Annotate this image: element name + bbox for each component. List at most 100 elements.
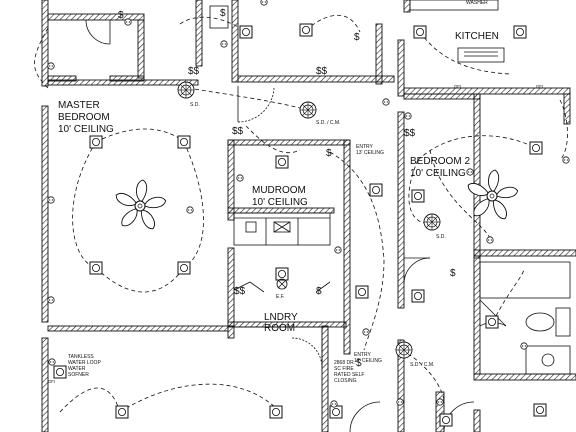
entry-note-upper-ceiling: 13' CEILING (356, 150, 384, 156)
ceiling-fan-icon (113, 179, 168, 232)
room-label-laundry: ROOM (264, 323, 295, 334)
switch-symbol: $ (316, 286, 322, 297)
switch-symbol: $ (118, 10, 124, 21)
switch-symbol: $$ (234, 286, 246, 297)
recessed-light-icon (177, 261, 191, 275)
recessed-light-icon (411, 189, 425, 203)
recessed-light-icon (269, 405, 283, 419)
room-label-bedroom-2-ceiling: 10' CEILING (410, 168, 466, 179)
room-label-master: BEDROOM (58, 112, 110, 123)
walls (41, 0, 576, 432)
kitchen-fixtures (209, 0, 505, 63)
sdcm-label: S.D. / C.M. (316, 120, 340, 126)
tankless-note: WATER LOOP (68, 360, 101, 366)
outlet-icon (404, 112, 412, 120)
outlet-icon (396, 398, 404, 406)
recessed-light-icon (275, 267, 289, 281)
door-note: SC FIRE (334, 366, 354, 372)
door-note: RATED SELF (334, 372, 364, 378)
recessed-light-icon (529, 141, 543, 155)
sd-label: S.D. (436, 234, 446, 240)
tankless-note: WATER (68, 366, 86, 372)
switch-symbol: $ (356, 358, 362, 369)
recessed-light-icon (299, 23, 313, 37)
smoke-detector-icon (395, 341, 413, 359)
outlet-icon (48, 358, 56, 366)
outlet-icon (124, 18, 132, 26)
switch-symbol: $$ (232, 126, 244, 137)
door-note: 2868 DR. (334, 360, 355, 366)
doors (85, 19, 507, 432)
recessed-light-icon (275, 155, 289, 169)
recessed-light-icon (329, 405, 343, 419)
recessed-light-icon (413, 25, 427, 39)
recessed-light-icon (513, 25, 527, 39)
exhaust-fan-icon (276, 278, 288, 290)
outlet-icon (362, 328, 370, 336)
entry-note-lower-ceiling: 12' CEILING (354, 358, 382, 364)
recessed-light-icon (89, 261, 103, 275)
recessed-light-icon (177, 135, 191, 149)
outlet-icon (520, 342, 528, 350)
switch-symbol: $$ (316, 66, 328, 77)
outlet-icon (260, 0, 268, 6)
entry-note-upper: ENTRY (356, 144, 374, 150)
switch-symbol: $ (450, 268, 456, 279)
tankless-note: TANKLESS (68, 354, 94, 360)
switch-symbol: $$ (404, 128, 416, 139)
recessed-light-icon (53, 365, 67, 379)
door-note: CLOSING (334, 378, 357, 384)
wiring (34, 14, 568, 413)
outlet-icon (47, 296, 55, 304)
recessed-light-icon (89, 135, 103, 149)
room-labels: KITCHEN MASTER BEDROOM 10' CEILING BEDRO… (58, 31, 499, 334)
room-label-mudroom-ceiling: 10' CEILING (252, 197, 308, 208)
outlet-icon (330, 400, 338, 408)
ef-label: E.F. (276, 294, 285, 300)
symbol-labels: S.D. S.D. / C.M. S.D. S.D. / C.M. E.F. G… (48, 84, 543, 384)
recessed-light-icon (369, 183, 383, 197)
recessed-light-icon (239, 25, 253, 39)
room-label-master: MASTER (58, 100, 100, 111)
sdcm-label: S.D. / C.M. (410, 362, 434, 368)
gfi-label: GFI (536, 84, 543, 89)
room-label-kitchen: KITCHEN (455, 31, 499, 42)
gfi-label: GFI (454, 84, 461, 89)
gfi-label: GFI (48, 379, 55, 384)
annotation-notes: WASHER ENTRY 13' CEILING ENTRY 12' CEILI… (68, 0, 488, 384)
outlet-icon (334, 246, 342, 254)
bath-fixtures (479, 261, 571, 375)
recessed-light-icon (485, 315, 499, 329)
outlet-icon (186, 206, 194, 214)
switch-symbol: $ (326, 148, 332, 159)
outlet-icon (236, 174, 244, 182)
recessed-light-icon (439, 413, 453, 427)
outlet-icon (562, 156, 570, 164)
room-label-laundry: LNDRY (264, 312, 298, 323)
switch-symbol: $$ (188, 66, 200, 77)
outlet-icon (466, 168, 474, 176)
switch-symbol: $ (220, 8, 226, 19)
outlet-icon (486, 236, 494, 244)
outlet-icon (47, 196, 55, 204)
switch-symbol: $ (354, 32, 360, 43)
recessed-light-icon (355, 285, 369, 299)
recessed-light-icon (115, 405, 129, 419)
switch-labels: $$ $$ $$ $$ $$ $ $ $ $ $ $ $ (118, 8, 456, 369)
recessed-light-icon (533, 403, 547, 417)
sd-label: S.D. (190, 102, 200, 108)
room-label-bedroom-2: BEDROOM 2 (410, 156, 470, 167)
smoke-detector-icon (299, 101, 317, 119)
smoke-detector-icon (177, 81, 195, 99)
ceiling-fans (113, 169, 520, 232)
mudroom-cabinets (233, 212, 331, 246)
outlet-icon (220, 40, 228, 48)
smoke-detector-icon (423, 213, 441, 231)
room-label-master-ceiling: 10' CEILING (58, 124, 114, 135)
washer-label: WASHER (466, 0, 488, 6)
tankless-note: SOFNER (68, 372, 89, 378)
outlet-icon (47, 62, 55, 70)
outlet-icon (382, 98, 390, 106)
